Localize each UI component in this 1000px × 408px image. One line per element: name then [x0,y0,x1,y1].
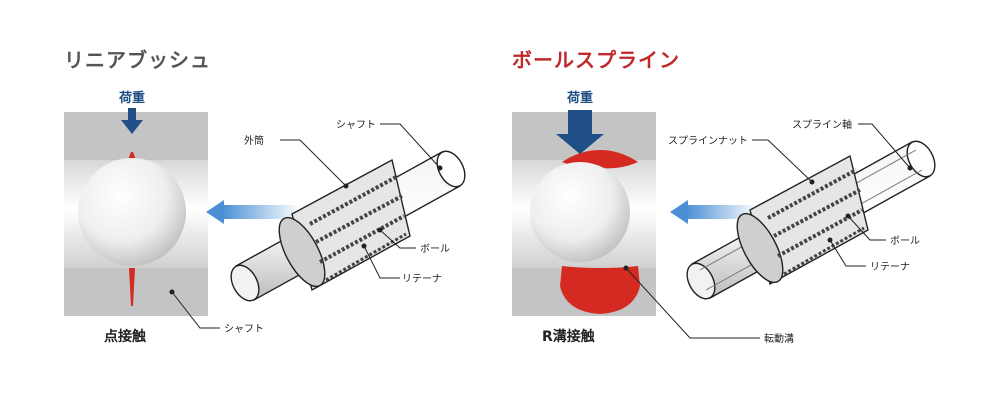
left-motion-arrow-head [206,200,224,224]
right-label-retainer: リテーナ [870,261,910,273]
right-load-label: 荷重 [566,90,593,106]
left-housing-bottom [64,268,208,316]
right-shaft-leader [858,123,911,169]
right-retainer-leader [829,239,866,267]
left-load-arrow-stem [128,108,136,122]
right-contact-bottom [560,266,640,314]
right-groove-leader [625,267,760,339]
right-load-arrow-stem [568,110,592,136]
left-shaft-bottom-leader [171,291,220,329]
left-motion-arrow-body [222,205,300,219]
linear-bush-section: 荷重 シャフト [64,90,466,335]
left-shaft-top-leader [380,123,441,169]
right-label-rolling-groove: 転動溝 [764,332,794,345]
ball-spline-title: ボールスプライン [512,48,680,72]
right-label-spline-shaft: スプライン軸 [792,118,852,131]
right-label-spline-nut: スプラインナット [668,135,748,147]
left-retainer-leader [363,245,400,279]
left-label-outer-cylinder: 外筒 [244,134,264,147]
left-ball [78,158,186,266]
left-contact-bottom [129,268,135,306]
left-contact-caption: 点接触 [104,329,146,345]
left-label-ball: ボール [420,243,450,255]
right-nut-drawing [736,154,869,286]
ball-spline-section: 荷重 スプラインナ [512,90,936,345]
right-label-ball: ボール [890,235,920,247]
right-load-arrow-head [556,134,604,154]
right-ball [530,162,630,262]
left-contact-top [128,152,136,160]
right-contact-caption: R溝接触 [542,329,595,345]
right-motion-arrow-head [670,200,688,224]
linear-bush-title: リニアブッシュ [64,48,211,72]
left-label-shaft-bottom: シャフト [224,324,264,335]
left-load-label: 荷重 [118,90,145,106]
left-label-retainer: リテーナ [402,273,442,285]
left-ball-leader [379,229,416,249]
right-nut-leader [752,139,813,183]
left-load-arrow-head [121,120,143,134]
left-outer-leader [280,139,347,187]
right-ball-leader [847,215,886,241]
left-label-shaft-top: シャフト [336,120,376,131]
